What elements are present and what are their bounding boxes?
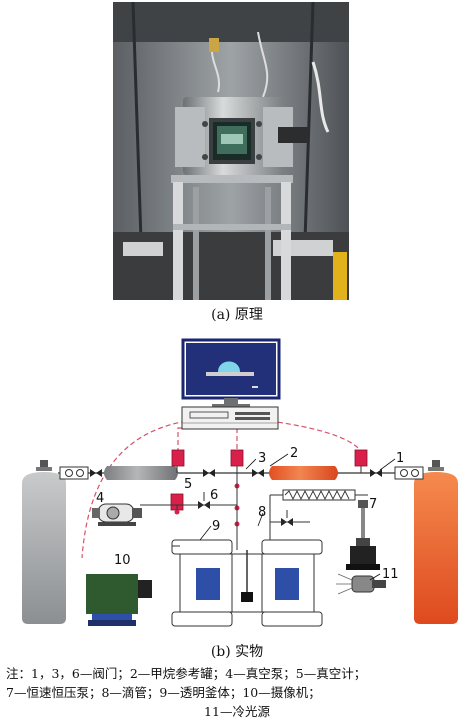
monitor: [181, 338, 281, 407]
caption-b: (b) 实物: [210, 644, 264, 660]
gas-cylinder-orange: [414, 460, 458, 624]
apparatus-photo: [113, 2, 349, 300]
constant-pressure-pump: [346, 500, 380, 570]
camera: [86, 574, 152, 626]
methane-reference-tank: [269, 466, 338, 480]
note-line-1: 注：1，3，6—阀门；2—甲烷参考罐；4—真空泵；5—真空计；: [6, 666, 367, 681]
component-labels: 1 2 3 4 5 6 7 8 9 10 11: [96, 446, 404, 582]
schematic-diagram: 1 2 3 4 5 6 7 8 9 10 11: [0, 328, 474, 638]
regulator-left: [59, 466, 89, 480]
caption-a: (a) 原理: [211, 307, 263, 323]
label-3: 3: [258, 451, 266, 466]
transparent-vessel: [171, 539, 323, 627]
label-9: 9: [212, 519, 220, 534]
note-line-3: 11—冷光源: [204, 704, 270, 719]
label-5: 5: [184, 477, 192, 492]
cold-light-source: [336, 573, 386, 595]
label-10: 10: [114, 553, 131, 568]
label-2: 2: [290, 446, 298, 461]
note-line-2: 7—恒速恒压泵；8—滴管；9—透明釜体；10—摄像机；: [6, 685, 321, 700]
label-8: 8: [258, 505, 266, 520]
gas-cylinder-grey: [22, 460, 66, 624]
label-7: 7: [369, 497, 377, 512]
reference-tank-grey: [104, 466, 178, 480]
constant-pressure-line: [269, 489, 368, 548]
label-4: 4: [96, 491, 104, 506]
label-1: 1: [396, 451, 404, 466]
regulator-right: [394, 466, 424, 480]
vacuum-pump: [92, 503, 142, 526]
vacuum-gauges: [170, 449, 368, 511]
valves: [90, 469, 382, 526]
label-6: 6: [210, 488, 218, 503]
label-11: 11: [382, 567, 399, 582]
label-leaders: [199, 453, 396, 581]
computer: [181, 406, 279, 430]
